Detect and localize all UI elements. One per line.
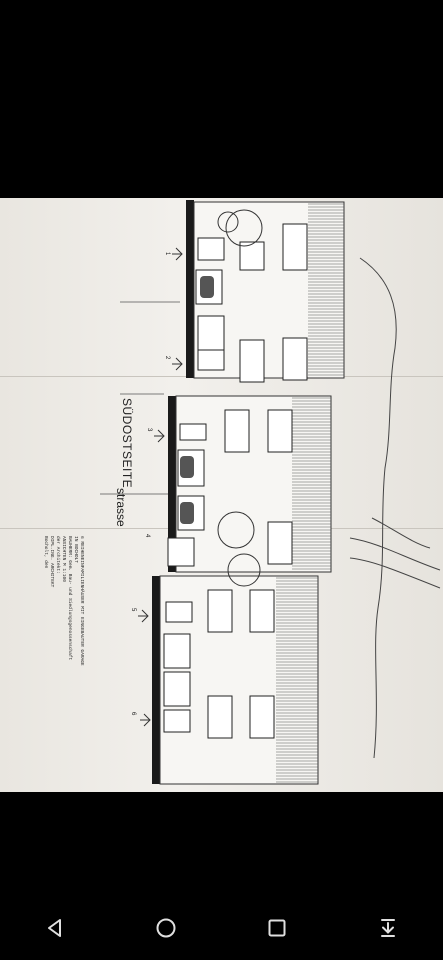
wall-line [152, 576, 160, 784]
blueprint-photo: SÜDOSTSEITE strasse 1 2 3 4 5 6 6 REIHEN… [0, 198, 443, 792]
terrain-lines [349, 257, 441, 759]
back-button[interactable] [35, 908, 75, 948]
recents-button[interactable] [257, 908, 297, 948]
axis-number: 3 [146, 428, 152, 432]
trees [217, 209, 263, 587]
axis-number: 2 [164, 356, 170, 360]
cars [180, 276, 214, 524]
axis-number: 6 [130, 712, 136, 716]
roof-hatching [276, 203, 344, 783]
title-block: 6 REIHENEINFAMILIENHÄUSER MIT EINGEBAUTE… [43, 536, 84, 666]
notification-pull-button[interactable] [368, 908, 408, 948]
windows [163, 223, 308, 739]
axis-lines [100, 301, 180, 495]
notification-pull-icon [380, 919, 395, 937]
axis-number: 1 [164, 252, 170, 256]
axis-arrows [138, 247, 183, 727]
elevation-title: SÜDOSTSEITE [120, 398, 134, 489]
axis-number: 4 [144, 534, 150, 538]
street-label: strasse [114, 488, 128, 527]
back-icon [48, 919, 62, 937]
wall-line [186, 200, 194, 378]
axis-number: 5 [130, 608, 136, 612]
home-icon [156, 918, 176, 938]
recents-icon [268, 919, 286, 937]
wall-line [168, 396, 176, 572]
system-navigation-bar [0, 896, 443, 960]
home-button[interactable] [146, 908, 186, 948]
elevation-drawing [100, 200, 441, 785]
